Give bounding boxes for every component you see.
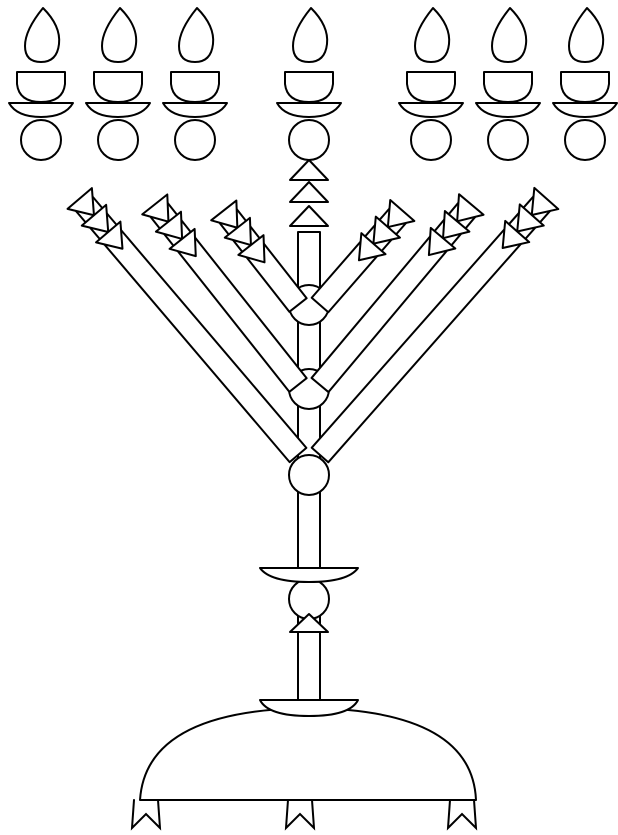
arm-middle-right-chevron-1 <box>456 193 485 223</box>
lamp-outer-right-bowl <box>560 71 610 103</box>
lamp-outer-left-bowl <box>16 71 66 103</box>
lamp-inner-right-saucer <box>398 102 464 118</box>
menorah-base <box>130 699 478 831</box>
lamp-center-saucer <box>276 102 342 118</box>
lamp-middle-right-flame <box>491 7 528 63</box>
lamp-outer-left-knob <box>20 119 62 161</box>
ornaments <box>66 186 560 264</box>
arm-middle-right-chevron-3 <box>427 226 457 257</box>
base-foot-left <box>130 799 162 831</box>
stem-lower-cup <box>259 567 359 583</box>
lamp-middle-left-saucer <box>85 102 151 118</box>
arm-outer-right-chevron-3 <box>501 219 531 249</box>
lamp-inner-left-flame <box>178 7 215 63</box>
arm-inner-left-chevron-2 <box>223 216 252 247</box>
lamp-middle-left-bowl <box>93 71 143 103</box>
lamp-inner-right-flame <box>414 7 451 63</box>
lamp-inner-right-knob <box>410 119 452 161</box>
stem-knob-3 <box>288 454 330 496</box>
arm-middle-right-chevron-2 <box>442 210 471 240</box>
arm-inner-right-chevron-3 <box>357 232 387 262</box>
lamp-center-knob <box>288 119 330 161</box>
arm-outer-right-chevron-2 <box>516 203 545 233</box>
arm-outer-left-chevron-3 <box>95 220 124 250</box>
central-stem <box>259 159 359 701</box>
base-bowl <box>259 699 359 717</box>
lamp-outer-right-knob <box>564 119 606 161</box>
stem-lower-triangle <box>289 613 329 633</box>
stem-knob-4 <box>288 578 330 620</box>
lamp-center-flame <box>292 7 329 63</box>
lamp-inner-left-saucer <box>162 102 228 118</box>
lamp-outer-left-saucer <box>8 102 74 118</box>
base-dome <box>139 707 477 801</box>
lamp-inner-left-knob <box>174 119 216 161</box>
lamp-inner-right-bowl <box>406 71 456 103</box>
lamp-outer-right-saucer <box>552 102 618 118</box>
lamp-outer-right-flame <box>568 7 605 63</box>
arm-inner-left-chevron-3 <box>237 234 266 264</box>
arm-outer-right-chevron-1 <box>530 186 560 216</box>
center-chevron-3 <box>289 205 329 227</box>
arm-inner-left-chevron-1 <box>210 199 239 229</box>
arm-middle-left-chevron-2 <box>154 210 184 240</box>
arm-inner-right-chevron-1 <box>386 198 416 229</box>
lamp-middle-left-knob <box>97 119 139 161</box>
lamp-middle-right-knob <box>487 119 529 161</box>
lamp-middle-right-saucer <box>475 102 541 118</box>
lamp-middle-left-flame <box>101 7 138 63</box>
lamp-outer-left-flame <box>24 7 61 63</box>
arm-middle-left-chevron-1 <box>141 193 170 223</box>
lamp-middle-right-bowl <box>483 71 533 103</box>
arm-inner-right-chevron-2 <box>372 215 401 245</box>
arm-middle-left-chevron-3 <box>168 227 197 258</box>
arm-outer-left-chevron-1 <box>66 187 95 217</box>
center-chevron-1 <box>289 159 329 181</box>
center-chevron-2 <box>289 181 329 203</box>
base-foot-center <box>284 799 316 831</box>
lamp-center-bowl <box>284 71 334 103</box>
arm-outer-left-chevron-2 <box>80 203 110 233</box>
lamp-inner-left-bowl <box>170 71 220 103</box>
lamps <box>8 7 618 161</box>
base-foot-right <box>446 799 478 831</box>
